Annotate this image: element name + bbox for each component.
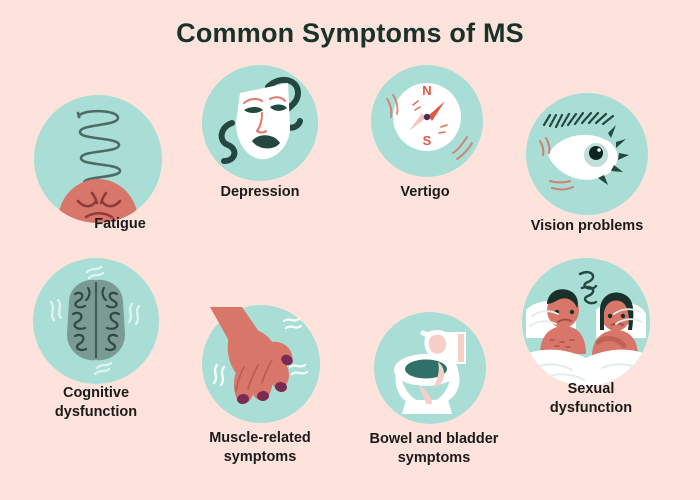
depression-icon-circle (202, 65, 318, 181)
symptom-label-fatigue: Fatigue (94, 216, 146, 232)
symptom-label-sexual-dysfunction: Sexual dysfunction (549, 381, 633, 416)
symptom-card-fatigue: Fatigue (25, 95, 165, 245)
trembling-hand-icon (210, 307, 309, 405)
symptom-label-muscle-related-symptoms: Muscle-related symptoms (209, 430, 311, 465)
cognitive-icon-circle (33, 258, 159, 384)
symptom-label-vision-problems: Vision problems (530, 218, 644, 234)
couple-in-bed-icon (522, 270, 650, 386)
fatigue-icon-circle (34, 95, 162, 223)
symptom-label-vertigo: Vertigo (400, 184, 450, 200)
tired-head-with-sleep-spiral-icon (58, 109, 138, 223)
vision-icon-circle (526, 93, 648, 215)
eye-icon (539, 111, 629, 191)
symptom-card-bowel-and-bladder-symptoms: Bowel and bladder symptoms (370, 312, 498, 470)
symptom-card-muscle-related-symptoms: Muscle-related symptoms (198, 305, 326, 470)
symptom-card-depression: Depression (195, 65, 325, 205)
symptom-card-vision-problems: Vision problems (522, 93, 652, 243)
bowel-icon-circle (374, 312, 486, 424)
brain-icon (49, 265, 141, 376)
symptom-card-vertigo: N S (365, 65, 485, 205)
symptom-label-cognitive-dysfunction: Cognitive dysfunction (54, 385, 138, 420)
spinning-compass-icon: N S (386, 83, 473, 160)
page-title: Common Symptoms of MS (176, 18, 524, 48)
toilet-icon (394, 329, 466, 414)
symptom-label-bowel-and-bladder-symptoms: Bowel and bladder symptoms (369, 431, 499, 466)
symptom-card-cognitive-dysfunction: Cognitive dysfunction (28, 258, 166, 420)
sexual-icon-circle (522, 258, 650, 386)
muscle-icon-circle (202, 305, 320, 423)
svg-text:S: S (423, 133, 432, 148)
svg-text:N: N (422, 83, 431, 98)
symptom-label-depression: Depression (220, 184, 300, 200)
sad-theater-mask-icon (218, 76, 303, 164)
vertigo-icon-circle: N S (371, 65, 483, 177)
symptom-card-sexual-dysfunction: Sexual dysfunction (518, 258, 658, 418)
